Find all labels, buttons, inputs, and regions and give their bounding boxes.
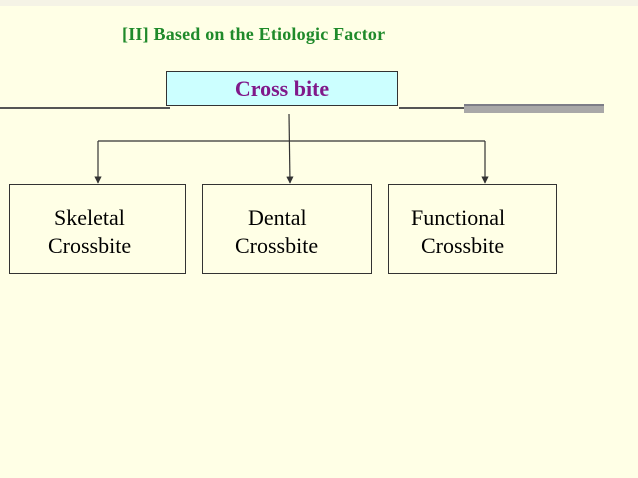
child-node-label-line2: Crossbite bbox=[421, 233, 505, 258]
child-node-label-line2: Crossbite bbox=[48, 233, 132, 258]
connector-stem bbox=[286, 113, 294, 184]
slide-title: [II] Based on the Etiologic Factor bbox=[122, 24, 386, 44]
child-node-label-line1: Skeletal bbox=[54, 205, 125, 230]
child-node-dental-crossbite: Dental Crossbite bbox=[202, 184, 372, 274]
child-node-skeletal-crossbite: Skeletal Crossbite bbox=[9, 184, 186, 274]
child-node-functional-crossbite: Functional Crossbite bbox=[388, 184, 557, 274]
divider-rule-left bbox=[0, 107, 170, 109]
root-node-label: Cross bite bbox=[234, 75, 330, 101]
root-node-cross-bite: Cross bite bbox=[166, 71, 398, 106]
divider-accent-bar bbox=[464, 104, 604, 113]
child-node-label-line1: Dental bbox=[248, 205, 307, 230]
child-node-label-line1: Functional bbox=[411, 205, 506, 230]
divider-rule-middle bbox=[399, 107, 465, 109]
top-strip bbox=[0, 0, 638, 6]
child-node-label-line2: Crossbite bbox=[235, 233, 319, 258]
